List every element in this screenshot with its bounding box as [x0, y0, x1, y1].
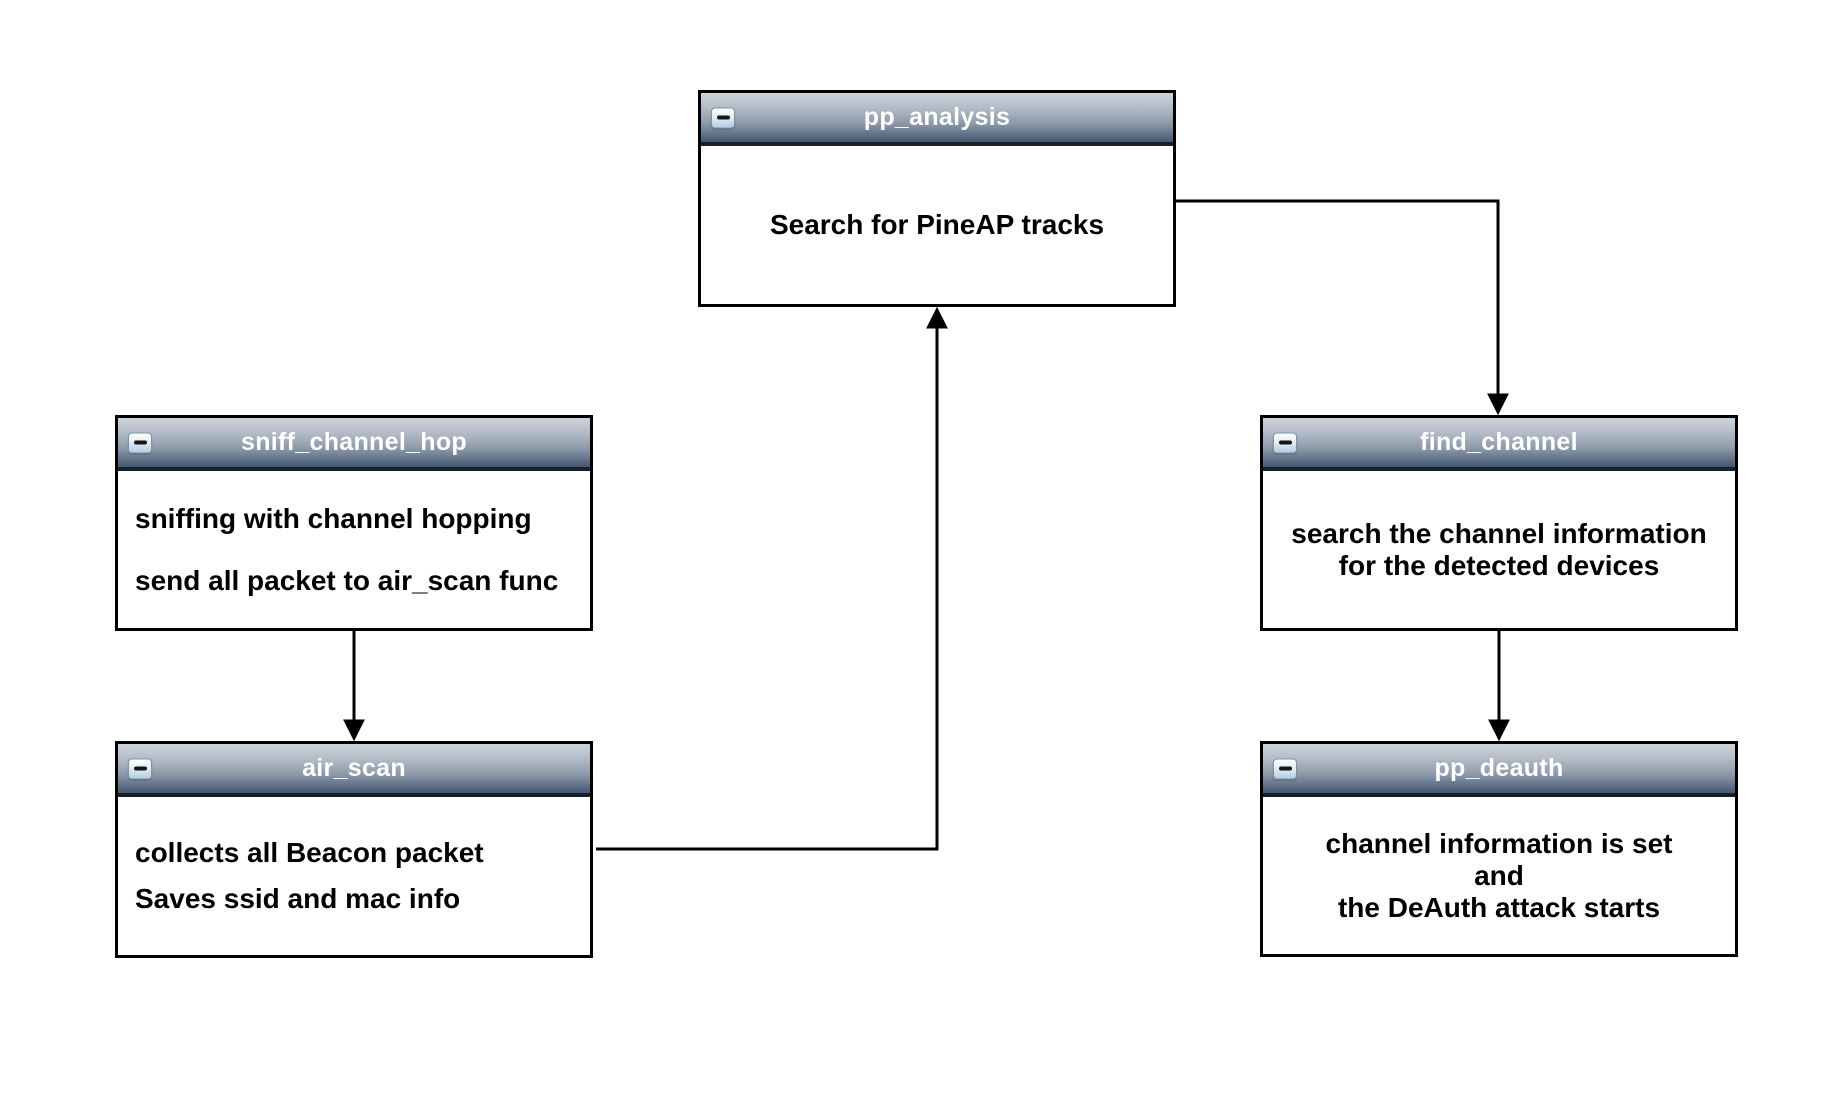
node-header: sniff_channel_hop: [118, 418, 590, 471]
node-body-line: sniffing with channel hopping: [135, 502, 532, 534]
minimize-icon[interactable]: [1273, 432, 1297, 453]
edge-pp-analysis-to-find-channel: [1176, 199, 1509, 416]
node-body: sniffing with channel hopping send all p…: [118, 471, 590, 628]
node-title: pp_analysis: [863, 103, 1011, 131]
node-title: find_channel: [1420, 428, 1578, 456]
minimize-dash: [133, 766, 147, 771]
node-body-line: the DeAuth attack starts: [1337, 891, 1661, 923]
node-air-scan[interactable]: air_scan collects all Beacon packet Save…: [115, 741, 593, 958]
node-body-line: search the channel information: [1291, 517, 1707, 549]
node-title: air_scan: [302, 754, 406, 782]
minimize-icon[interactable]: [1273, 758, 1297, 779]
node-header: pp_deauth: [1263, 744, 1735, 797]
node-body-line: Saves ssid and mac info: [135, 883, 461, 914]
node-body-line: collects all Beacon packet: [135, 837, 484, 868]
node-body-line: channel information is set: [1325, 827, 1673, 859]
minimize-dash: [1278, 440, 1292, 445]
node-header: find_channel: [1263, 418, 1735, 471]
node-pp-analysis[interactable]: pp_analysis Search for PineAP tracks: [698, 90, 1176, 307]
node-title: sniff_channel_hop: [241, 428, 467, 456]
node-title: pp_deauth: [1434, 754, 1564, 782]
node-body-line: send all packet to air_scan func: [135, 564, 559, 596]
minimize-dash: [716, 115, 730, 120]
node-find-channel[interactable]: find_channel search the channel informat…: [1260, 415, 1738, 631]
node-body: channel information is set and the DeAut…: [1263, 797, 1735, 954]
minimize-icon[interactable]: [711, 107, 735, 128]
minimize-icon[interactable]: [128, 758, 152, 779]
minimize-icon[interactable]: [128, 432, 152, 453]
node-header: air_scan: [118, 744, 590, 797]
node-header: pp_analysis: [701, 93, 1173, 146]
node-body: search the channel information for the d…: [1263, 471, 1735, 628]
node-body-line: and: [1474, 859, 1524, 891]
minimize-dash: [1278, 766, 1292, 771]
node-pp-deauth[interactable]: pp_deauth channel information is set and…: [1260, 741, 1738, 957]
minimize-dash: [133, 440, 147, 445]
node-body: Search for PineAP tracks: [701, 146, 1173, 304]
node-body-line: for the detected devices: [1338, 549, 1660, 581]
node-body-line: Search for PineAP tracks: [769, 209, 1105, 240]
edge-air-scan-to-pp-analysis: [596, 306, 948, 851]
node-sniff-channel-hop[interactable]: sniff_channel_hop sniffing with channel …: [115, 415, 593, 631]
node-body: collects all Beacon packet Saves ssid an…: [118, 797, 590, 955]
